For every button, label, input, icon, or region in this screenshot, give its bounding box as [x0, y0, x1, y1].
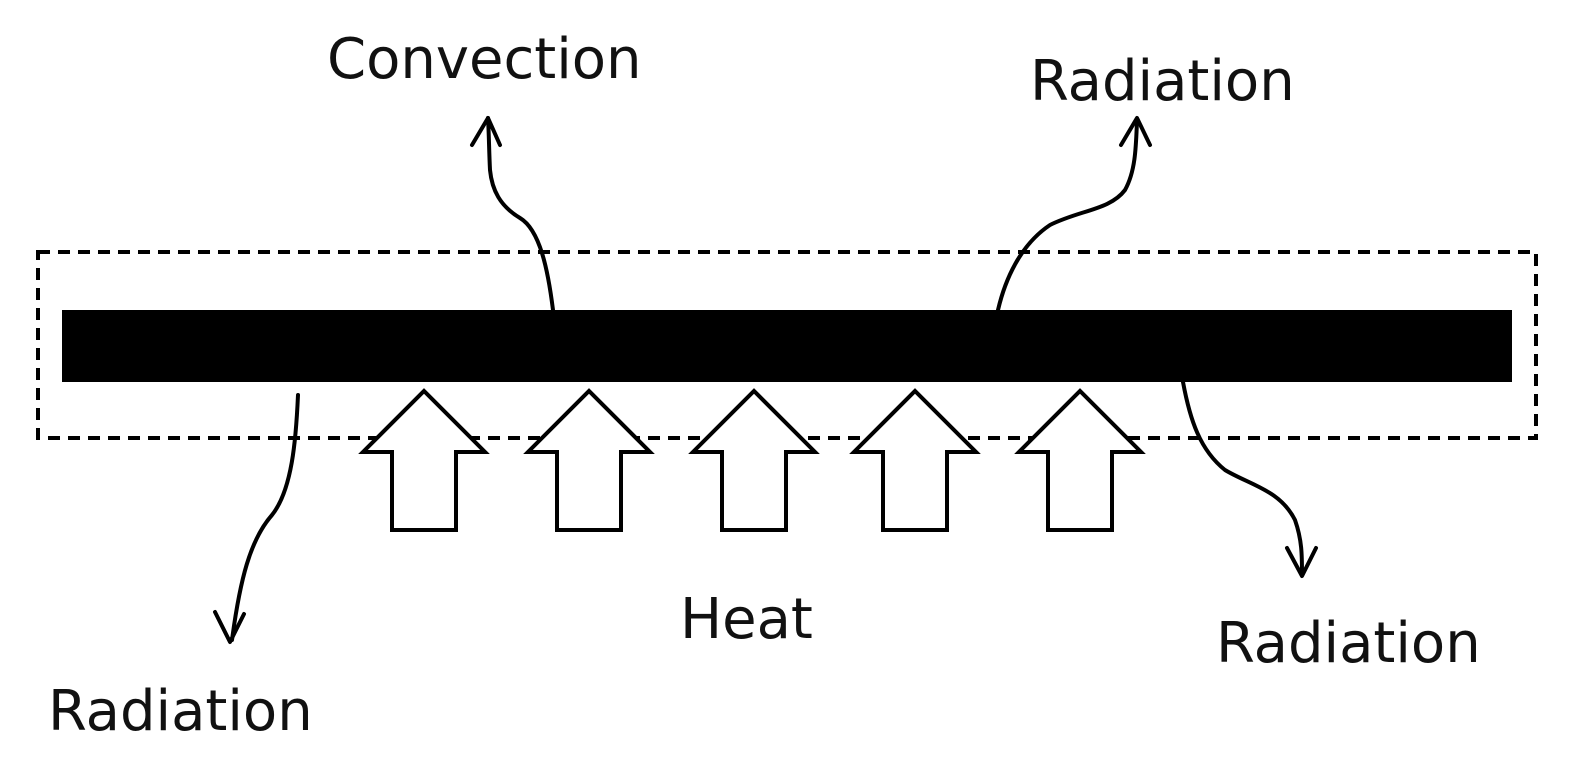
radiation-label-top-right: Radiation — [1030, 49, 1295, 114]
heat-arrow-2 — [523, 388, 655, 532]
heat-arrows — [358, 388, 1146, 532]
radiation-arrow-bottom-left — [213, 393, 300, 644]
plate — [62, 310, 1512, 382]
radiation-label-bottom-left: Radiation — [48, 679, 313, 744]
convection-arrow — [470, 116, 555, 312]
convection-label: Convection — [327, 27, 642, 92]
heat-arrow-3 — [688, 388, 820, 532]
heat-arrow-4 — [849, 388, 981, 532]
control-volume-boundary — [36, 250, 1538, 440]
heat-label: Heat — [680, 587, 813, 652]
radiation-arrow-top-right — [996, 116, 1152, 312]
heat-arrow-5 — [1014, 388, 1146, 532]
radiation-arrow-bottom-right — [1181, 380, 1318, 578]
heat-arrow-1 — [358, 388, 490, 532]
radiation-label-bottom-right: Radiation — [1216, 611, 1481, 676]
